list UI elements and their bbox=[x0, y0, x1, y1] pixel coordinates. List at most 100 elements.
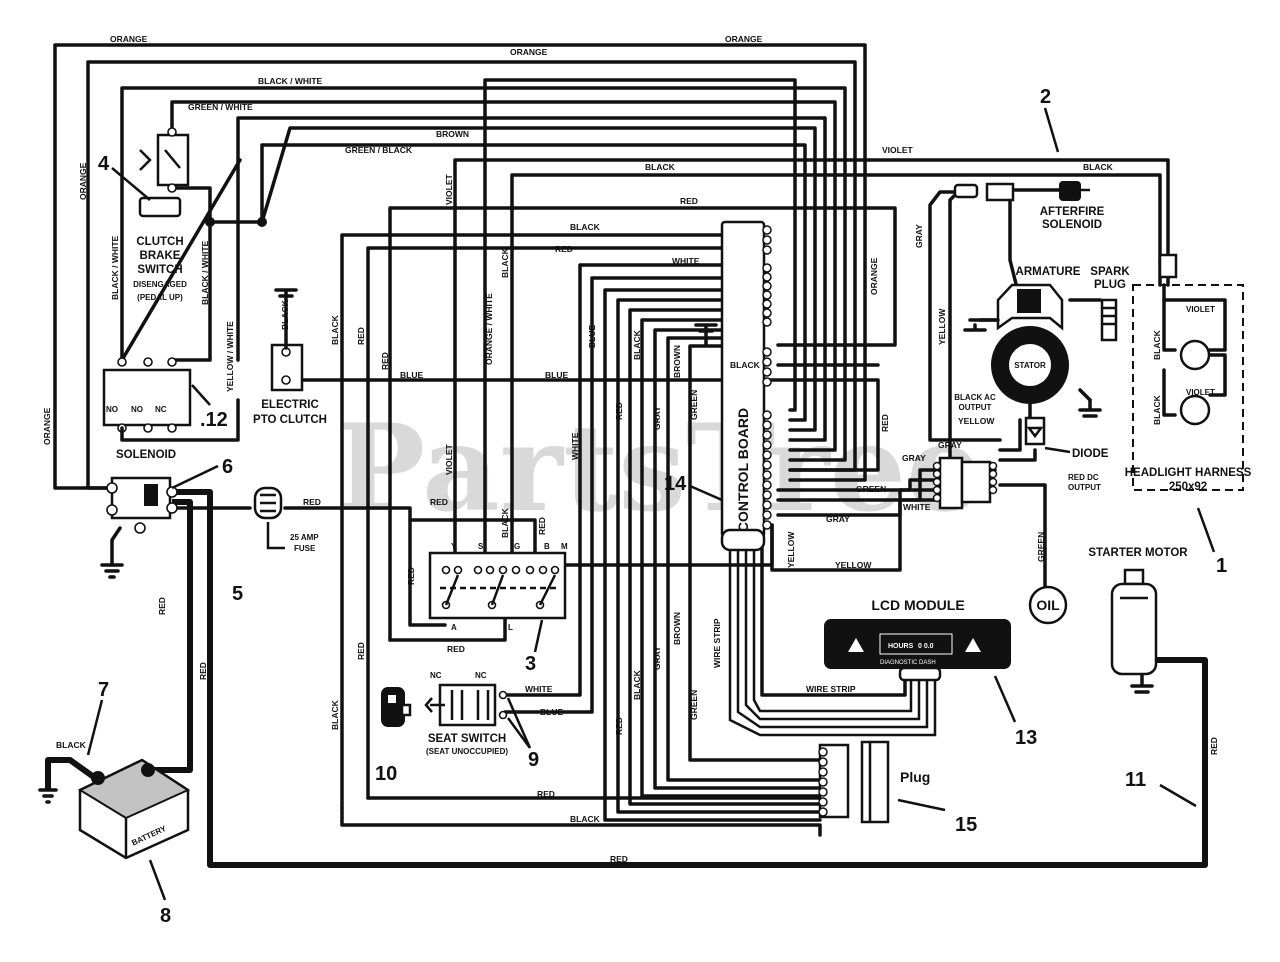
label-red-13: RED bbox=[614, 717, 624, 735]
label-black-15: BLACK bbox=[56, 740, 87, 750]
label-black-13: BLACK bbox=[1152, 329, 1162, 360]
label-white-3: WHITE bbox=[903, 502, 931, 512]
label-black-2: BLACK bbox=[1083, 162, 1114, 172]
control-board-wires bbox=[284, 233, 942, 822]
label-red-6: RED bbox=[880, 414, 890, 432]
headlight-harness: VIOLET VIOLET HEADLIGHT HARNESS 250x92 bbox=[1125, 253, 1252, 493]
label-brown-1: BROWN bbox=[436, 129, 469, 139]
label-bw-1: BLACK / WHITE bbox=[258, 76, 323, 86]
label-black-12: BLACK bbox=[570, 814, 601, 824]
red-dc-label-1: RED DC bbox=[1068, 473, 1099, 482]
callout-13: 13 bbox=[1015, 727, 1037, 749]
label-green-3: GREEN bbox=[1036, 532, 1046, 562]
label-yw: YELLOW / WHITE bbox=[225, 321, 235, 392]
pto-clutch: ELECTRIC PTO CLUTCH bbox=[253, 288, 327, 426]
label-gray-3: GRAY bbox=[902, 453, 926, 463]
label-black-4: BLACK bbox=[500, 247, 510, 278]
headlight-label-1: HEADLIGHT HARNESS bbox=[1125, 467, 1252, 479]
label-violet-3: VIOLET bbox=[444, 443, 454, 475]
label-violet-2: VIOLET bbox=[444, 173, 454, 205]
spark-plug-label-1: SPARK bbox=[1090, 266, 1130, 278]
label-wire-strip-2: WIRE STRIP bbox=[806, 684, 856, 694]
ign-terminal-a: A bbox=[451, 623, 457, 632]
label-orange-3: ORANGE bbox=[725, 34, 763, 44]
headlight-label-2: 250x92 bbox=[1169, 481, 1207, 493]
diode-label: DIODE bbox=[1072, 448, 1109, 460]
armature-label: ARMATURE bbox=[1016, 266, 1081, 278]
clutch-brake-switch: CLUTCH BRAKE SWITCH DISENGAGED (PEDAL UP… bbox=[133, 127, 190, 302]
battery-cables bbox=[45, 489, 1208, 868]
red-dc-label-2: OUTPUT bbox=[1068, 483, 1101, 492]
label-orange-4: ORANGE bbox=[78, 162, 88, 200]
label-red-17: RED bbox=[610, 854, 628, 864]
label-green-4: GREEN bbox=[689, 690, 699, 720]
black-ac-label-1: BLACK AC bbox=[954, 393, 996, 402]
fuse-label-2: FUSE bbox=[294, 544, 316, 553]
label-wire-strip-1: WIRE STRIP bbox=[712, 618, 722, 668]
ign-terminal-b: B bbox=[544, 542, 550, 551]
label-yellow-2: YELLOW bbox=[958, 416, 995, 426]
label-red-18: RED bbox=[1209, 737, 1219, 755]
seat-switch-part bbox=[381, 687, 412, 727]
lcd-module: LCD MODULE HOURS 0 0.0 DIAGNOSTIC DASH bbox=[824, 597, 1011, 682]
ign-terminal-g: G bbox=[514, 542, 520, 551]
callout-7: 7 bbox=[98, 679, 109, 701]
clutch-label-1: CLUTCH bbox=[136, 236, 183, 248]
pto-label-1: ELECTRIC bbox=[261, 399, 319, 411]
label-yellow-3: YELLOW bbox=[786, 531, 796, 568]
label-black-3: BLACK bbox=[570, 222, 601, 232]
label-red-15: RED bbox=[157, 597, 167, 615]
label-red-16: RED bbox=[198, 662, 208, 680]
label-orange-2: ORANGE bbox=[510, 47, 548, 57]
label-black-7: BLACK bbox=[632, 329, 642, 360]
label-red-8: RED bbox=[430, 497, 448, 507]
callout-8: 8 bbox=[160, 905, 171, 927]
callout-12: .12 bbox=[200, 409, 228, 431]
callout-5: 5 bbox=[232, 583, 243, 605]
label-gray-5: GRAY bbox=[826, 514, 850, 524]
relay-contact-2: NO bbox=[131, 405, 143, 414]
callout-1: 1 bbox=[1216, 555, 1227, 577]
label-brown-3: BROWN bbox=[672, 612, 682, 645]
label-blue-1: BLUE bbox=[400, 370, 423, 380]
bottom-harness-wires bbox=[340, 796, 822, 837]
label-violet-1: VIOLET bbox=[882, 145, 914, 155]
fuse-label-1: 25 AMP bbox=[290, 533, 319, 542]
afterfire-label-2: SOLENOID bbox=[1042, 219, 1102, 231]
ign-terminal-l: L bbox=[508, 623, 513, 632]
seat-contact-1: NC bbox=[430, 671, 442, 680]
battery: BATTERY bbox=[38, 758, 191, 860]
callout-11: 11 bbox=[1125, 769, 1146, 791]
relay-contact-1: NO bbox=[106, 405, 118, 414]
label-black-8: BLACK bbox=[730, 360, 761, 370]
plug-connector: Plug bbox=[818, 740, 930, 824]
control-board-label: CONTROL BOARD bbox=[735, 408, 751, 532]
callout-2: 2 bbox=[1040, 86, 1051, 108]
label-red-4: RED bbox=[380, 352, 390, 370]
callouts: 1 2 3 4 5 6 7 8 9 10 11 .12 13 14 15 bbox=[86, 86, 1227, 927]
lcd-hours: HOURS bbox=[888, 643, 914, 650]
starter-motor: STARTER MOTOR bbox=[1088, 547, 1188, 694]
engine-connector bbox=[932, 456, 998, 510]
label-red-9: RED bbox=[537, 517, 547, 535]
control-board: CONTROL BOARD bbox=[694, 220, 772, 552]
seat-switch: NC NC SEAT SWITCH (SEAT UNOCCUPIED) bbox=[424, 671, 508, 756]
label-yellow-1: YELLOW bbox=[937, 308, 947, 345]
seat-switch-label: SEAT SWITCH bbox=[428, 733, 506, 745]
fuse: 25 AMP FUSE bbox=[253, 486, 319, 553]
label-orange-6: ORANGE bbox=[869, 257, 879, 295]
lcd-module-label: LCD MODULE bbox=[871, 597, 964, 613]
stator: STATOR bbox=[991, 326, 1102, 418]
spark-plug-label-2: PLUG bbox=[1094, 279, 1126, 291]
label-gray-1: GRAY bbox=[914, 224, 924, 248]
ignition-switch: Y S G B M A L bbox=[428, 542, 568, 632]
label-red-11: RED bbox=[447, 644, 465, 654]
ign-terminal-y: Y bbox=[451, 542, 457, 551]
label-green-1: GREEN bbox=[689, 390, 699, 420]
label-orange-1: ORANGE bbox=[110, 34, 148, 44]
ign-terminal-s: S bbox=[478, 542, 484, 551]
relay-contact-3: NC bbox=[155, 405, 167, 414]
oil-sensor: OIL bbox=[1028, 585, 1068, 625]
label-black-6: BLACK bbox=[280, 299, 290, 330]
